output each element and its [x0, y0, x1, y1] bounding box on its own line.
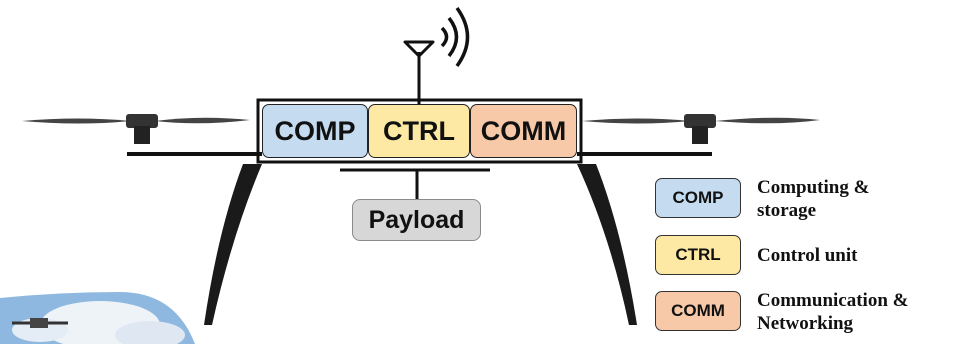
right-landing-leg	[577, 164, 637, 325]
legend-label-comm: Communication & Networking	[757, 289, 952, 335]
legend-swatch-comm: COMM	[655, 291, 741, 331]
legend-label-comm-line2: Networking	[757, 313, 854, 334]
legend-label-comm-line1: Communication &	[757, 290, 909, 311]
legend-swatch-ctrl: CTRL	[655, 235, 741, 275]
legend-label-comp: Computing & storage	[757, 176, 952, 222]
body-frame	[256, 98, 583, 164]
left-landing-leg	[204, 164, 262, 325]
legend-label-ctrl-line1: Control unit	[757, 245, 858, 266]
left-propeller-icon	[22, 114, 250, 144]
module-comp: COMP	[262, 104, 368, 158]
legend-label-ctrl: Control unit	[757, 244, 952, 267]
antenna-icon	[403, 6, 470, 104]
legend-label-comp-line1: Computing &	[757, 177, 870, 198]
photo-inset	[0, 292, 195, 344]
payload-box: Payload	[352, 199, 481, 241]
module-comm: COMM	[470, 104, 577, 158]
legend-swatch-comp: COMP	[655, 178, 741, 218]
module-ctrl: CTRL	[368, 104, 470, 158]
legend-label-comp-line2: storage	[757, 200, 817, 221]
right-propeller-icon	[582, 114, 820, 144]
